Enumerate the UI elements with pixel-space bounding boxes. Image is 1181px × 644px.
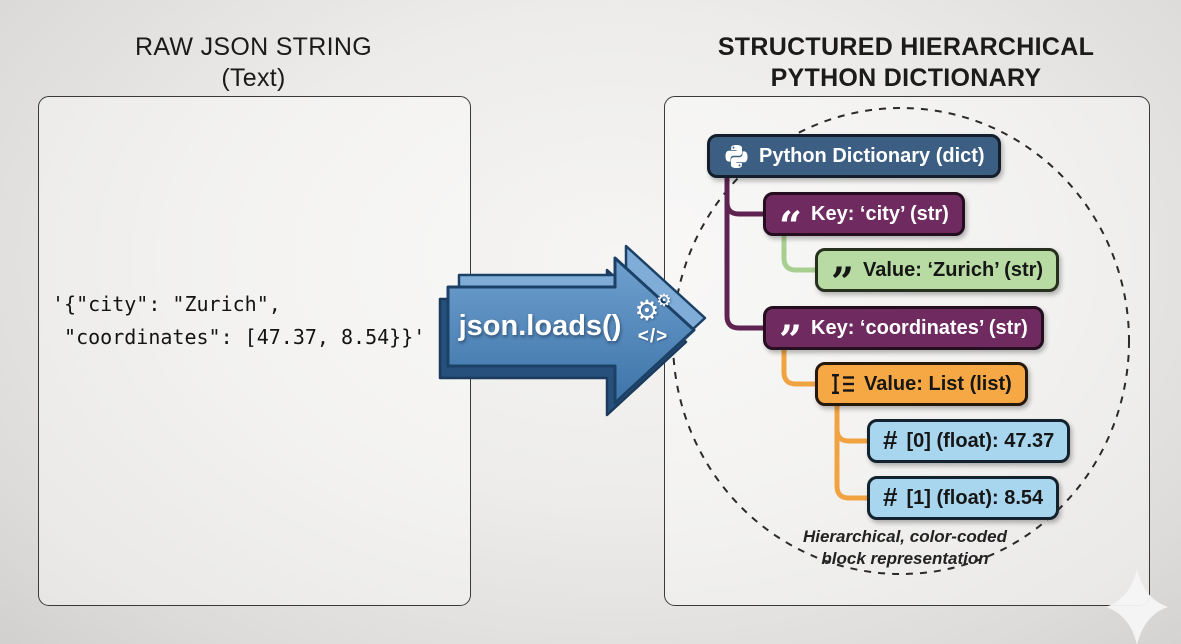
python-logo-icon	[725, 144, 748, 168]
right-title-line2: PYTHON DICTIONARY	[770, 64, 1042, 92]
node-list-item-0: # [0] (float): 47.37	[867, 419, 1071, 463]
connector-list-to-item0	[834, 406, 867, 444]
right-panel-title: STRUCTURED HIERARCHICAL PYTHON DICTIONAR…	[664, 32, 1148, 94]
node-list-item-1: # [1] (float): 8.54	[867, 476, 1060, 520]
node-label: Key: ‘city’ (str)	[811, 202, 949, 225]
left-title-line2: (Text)	[221, 64, 286, 92]
node-python-dictionary: Python Dictionary (dict)	[707, 134, 1001, 178]
caption-line2: block representation	[821, 549, 989, 568]
node-key-coordinates: ” Key: ‘coordinates’ (str)	[763, 306, 1044, 361]
list-icon	[832, 374, 854, 394]
hash-icon: #	[883, 481, 898, 512]
right-title-line1: STRUCTURED HIERARCHICAL	[717, 33, 1095, 61]
json-loads-label: json.loads()	[458, 310, 622, 342]
node-label: [0] (float): 47.37	[906, 429, 1055, 452]
node-value-zurich: ” Value: ‘Zurich’ (str)	[815, 248, 1060, 303]
raw-json-panel	[38, 96, 471, 606]
node-label: Key: ‘coordinates’ (str)	[811, 316, 1028, 339]
dashed-circle	[672, 107, 1130, 575]
caption-line1: Hierarchical, color-coded	[802, 527, 1008, 546]
json-line-2: "coordinates": [47.37, 8.54}}'	[52, 325, 426, 349]
node-label: [1] (float): 8.54	[906, 486, 1044, 509]
arrow-front-face	[446, 256, 696, 405]
python-dict-panel	[664, 96, 1150, 606]
left-panel-title: RAW JSON STRING (Text)	[38, 32, 469, 94]
json-line-1: '{"city": "Zurich",	[52, 292, 281, 316]
node-key-city: “ Key: ‘city’ (str)	[763, 192, 965, 247]
connector-list-to-item1	[834, 406, 867, 501]
json-loads-arrow	[438, 244, 707, 417]
code-icon: </>	[637, 326, 669, 347]
node-value-list: Value: List (list)	[815, 362, 1028, 406]
gear-icon: ⚙	[634, 294, 660, 327]
connector-key-coordinates-to-list	[781, 350, 815, 387]
hash-icon: #	[883, 424, 898, 455]
gear-small-icon: ⚙	[656, 291, 672, 311]
connector-dict-to-key-city	[724, 178, 763, 217]
tree-caption: Hierarchical, color-coded block represen…	[764, 526, 1046, 570]
node-label: Value: ‘Zurich’ (str)	[863, 258, 1044, 281]
tree-connectors	[724, 178, 867, 501]
node-label: Python Dictionary (dict)	[759, 144, 985, 167]
connector-dict-to-key-coordinates	[724, 178, 763, 331]
arrow-icons: ⚙⚙ </>	[622, 291, 684, 347]
left-title-line1: RAW JSON STRING	[135, 33, 372, 61]
node-label: Value: List (list)	[864, 372, 1012, 395]
connector-key-city-to-value	[781, 236, 815, 273]
sparkle-icon	[1106, 569, 1168, 644]
raw-json-string: '{"city": "Zurich", "coordinates": [47.3…	[52, 288, 425, 354]
